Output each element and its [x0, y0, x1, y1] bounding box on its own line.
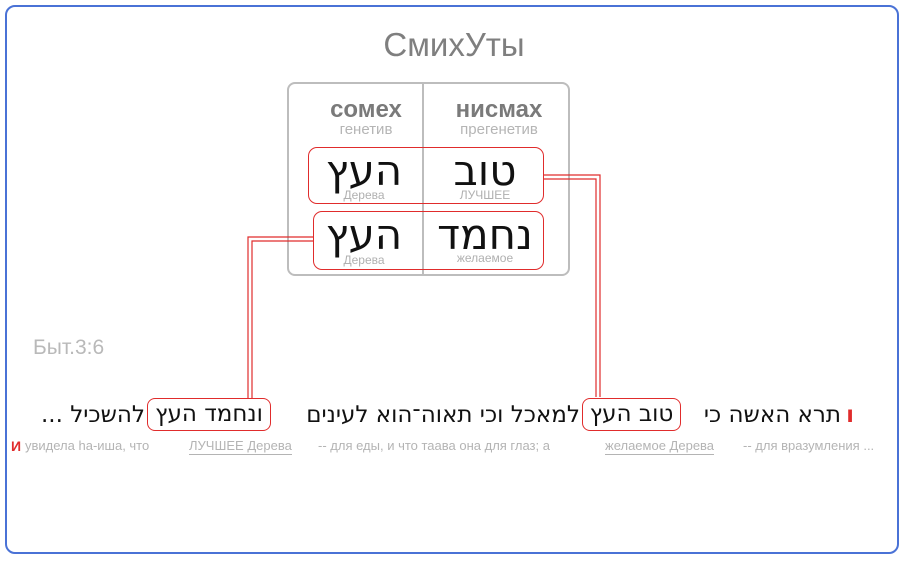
column-header-somekh: сомех [330, 96, 402, 123]
column-subheader-pregenitive: прегенетив [460, 121, 538, 138]
table-row-2-highlight [313, 211, 544, 270]
table-row-1-somekh-gloss: Дерева [343, 188, 385, 202]
connector-tov-haetz-outline [544, 178, 597, 397]
translation-part-2: -- для еды, и что таава она для глаз; а [318, 438, 550, 453]
slide-title: СмихУты [383, 26, 525, 63]
table-divider [422, 82, 424, 276]
translation-part-1: увидела ha-иша, что [25, 438, 150, 453]
verse-phrase-tov-haetz: טוב העץ [582, 398, 681, 431]
verse-part-3: להשכיל ... [40, 402, 145, 428]
translation-phrase-1: ЛУЧШЕЕ Дерева [189, 438, 292, 455]
verse-part-2: למאכל וכי תאוה־הוא לעינים [306, 402, 580, 428]
column-subheader-genitive: генетив [339, 121, 393, 138]
verse-phrase-nechmad-haetz: ונחמד העץ [147, 398, 271, 431]
table-row-1-nismakh-gloss: ЛУЧШЕЕ [459, 188, 511, 202]
connector-nechmad-haetz-outline [251, 240, 313, 398]
table-row-1-highlight [308, 147, 544, 204]
verse-part-1: תרא האשה כי [703, 402, 841, 428]
translation-first-letter: И [11, 438, 22, 454]
table-row-1-nismakh-hebrew: טוב [453, 146, 517, 195]
translation-part-3: -- для вразумления ... [743, 438, 875, 453]
table-row-2-somekh-gloss: Дерева [343, 253, 385, 267]
connector-tov-haetz [544, 174, 601, 397]
translation-phrase-2: желаемое Дерева [605, 438, 715, 455]
verse-prefix-letter: ו [846, 402, 854, 428]
hebrew-verse: ו תרא האשה כי טוב העץ למאכל וכי תאוה־הוא… [0, 398, 908, 432]
table-row-2-nismakh-hebrew: נחמד [437, 210, 533, 259]
table-row-2-nismakh-gloss: желаемое [456, 251, 514, 265]
table-row-1-somekh-hebrew: העץ [325, 146, 403, 195]
column-header-nismakh: нисмах [455, 96, 543, 123]
table-row-2-somekh-hebrew: העץ [325, 210, 403, 259]
verse-reference: Быт.3:6 [33, 336, 105, 359]
connector-nechmad-haetz [247, 236, 313, 398]
slide-frame [5, 5, 899, 554]
